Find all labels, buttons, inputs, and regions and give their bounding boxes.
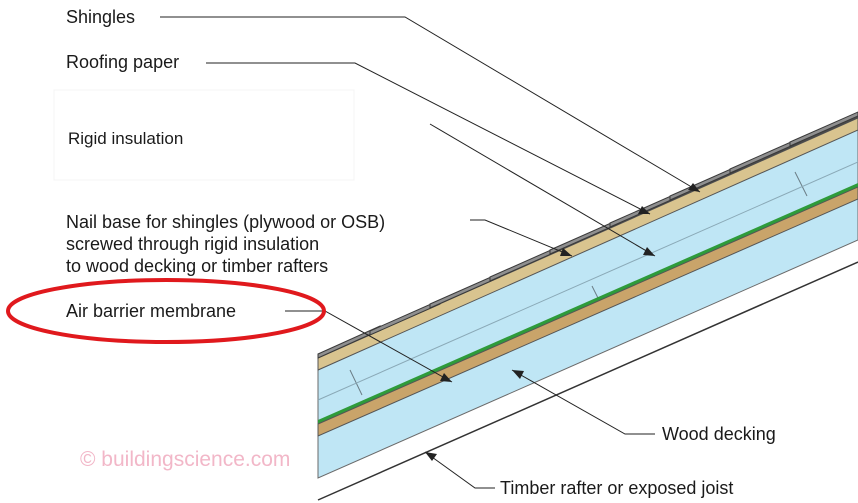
label-nail-base-line: Nail base for shingles (plywood or OSB): [66, 212, 386, 232]
label-roofing-paper: Roofing paper: [66, 52, 180, 72]
leader-shingles: [160, 16, 701, 193]
label-nail-base-line: to wood decking or timber rafters: [66, 256, 329, 276]
label-rigid-insulation: Rigid insulation: [68, 129, 184, 148]
label-shingles: Shingles: [66, 7, 136, 27]
air-barrier-layer: [318, 183, 858, 424]
label-nail-base-line: screwed through rigid insulation: [66, 234, 320, 254]
rafter-line: [317, 261, 858, 501]
leader-roofing-paper: [206, 62, 651, 215]
insulation-joint: [349, 369, 363, 396]
label-nail-base: Nail base for shingles (plywood or OSB) …: [66, 211, 385, 277]
leader-rigid-insulation: [429, 123, 656, 257]
leader-wood-decking: [511, 369, 655, 435]
watermark: © buildingscience.com: [80, 448, 291, 471]
insulation-joint: [794, 171, 808, 197]
leader-timber-rafter: [424, 451, 495, 489]
leader-lines: [160, 16, 701, 489]
leader-nail-base: [470, 219, 573, 257]
wood-decking-layer: [317, 186, 858, 437]
label-wood-decking: Wood decking: [662, 424, 776, 444]
leader-arrowheads: [425, 183, 700, 461]
insulation-seam: [317, 161, 858, 401]
label-air-barrier: Air barrier membrane: [66, 301, 237, 321]
label-backdrop: [53, 89, 355, 181]
highlight-ellipse: [6, 278, 326, 344]
label-timber-rafter: Timber rafter or exposed joist: [500, 478, 734, 498]
